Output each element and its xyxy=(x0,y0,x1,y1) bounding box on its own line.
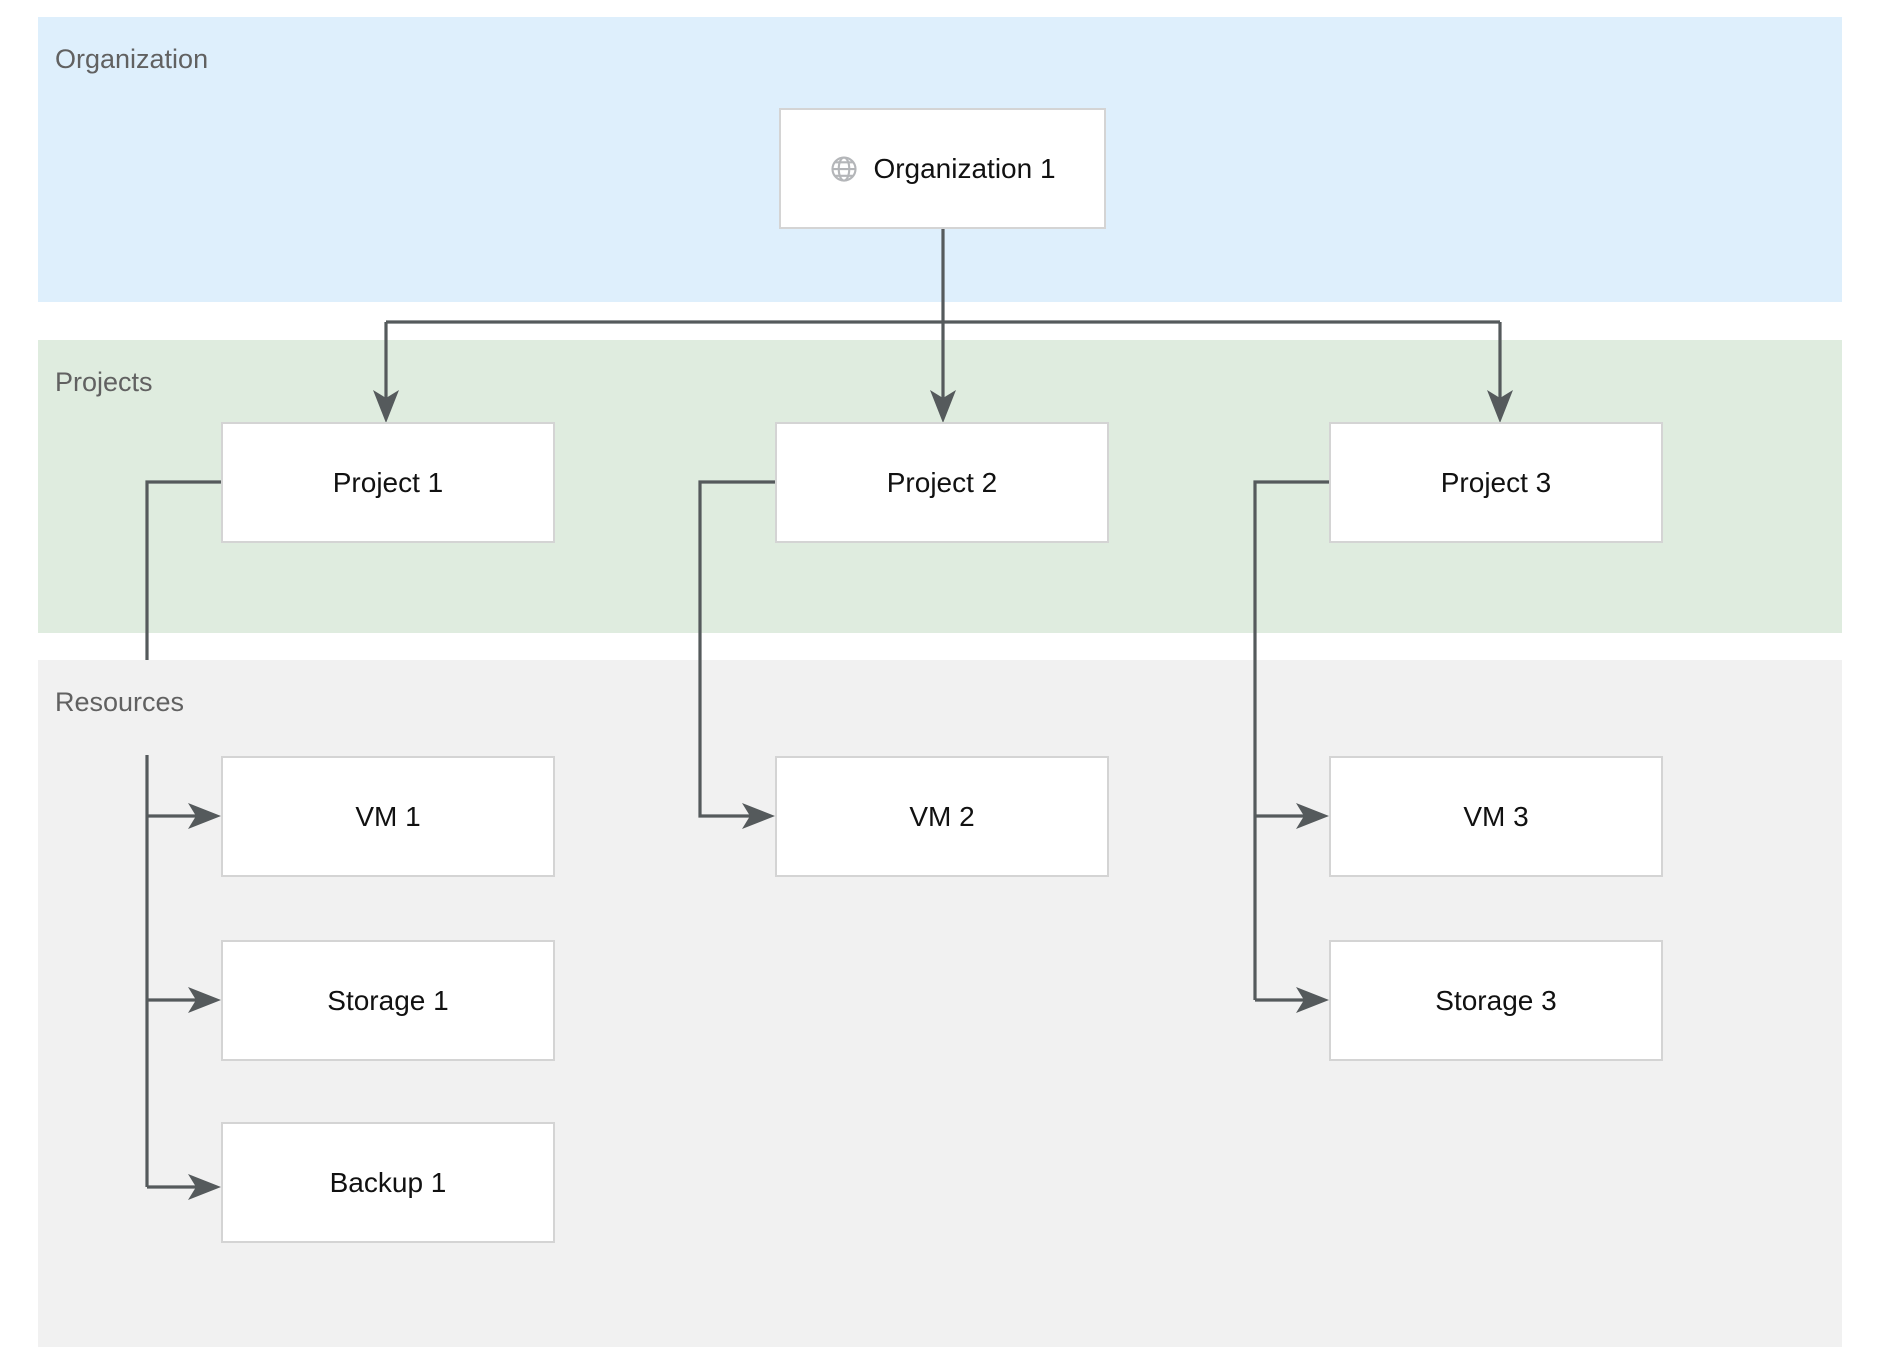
band-label-organization: Organization xyxy=(55,44,209,74)
node-label: Organization 1 xyxy=(873,152,1056,184)
node-label: Storage 1 xyxy=(327,984,449,1016)
node-label: Storage 3 xyxy=(1435,984,1557,1016)
node-storage-1[interactable]: Storage 1 xyxy=(221,940,555,1061)
node-vm-2[interactable]: VM 2 xyxy=(775,756,1109,877)
node-project-3[interactable]: Project 3 xyxy=(1329,422,1663,543)
node-label: Project 1 xyxy=(332,466,444,498)
band-label-projects: Projects xyxy=(55,367,153,397)
node-organization-1[interactable]: Organization 1 xyxy=(779,108,1106,229)
node-label: VM 2 xyxy=(909,800,975,832)
node-backup-1[interactable]: Backup 1 xyxy=(221,1122,555,1243)
node-vm-3[interactable]: VM 3 xyxy=(1329,756,1663,877)
node-label: Project 2 xyxy=(886,466,998,498)
node-label: Backup 1 xyxy=(329,1166,447,1198)
node-label: Project 3 xyxy=(1440,466,1552,498)
node-project-1[interactable]: Project 1 xyxy=(221,422,555,543)
node-vm-1[interactable]: VM 1 xyxy=(221,756,555,877)
node-storage-3[interactable]: Storage 3 xyxy=(1329,940,1663,1061)
globe-icon xyxy=(829,154,859,184)
node-label: VM 1 xyxy=(355,800,421,832)
band-label-resources: Resources xyxy=(55,687,185,717)
node-project-2[interactable]: Project 2 xyxy=(775,422,1109,543)
node-label: VM 3 xyxy=(1463,800,1529,832)
